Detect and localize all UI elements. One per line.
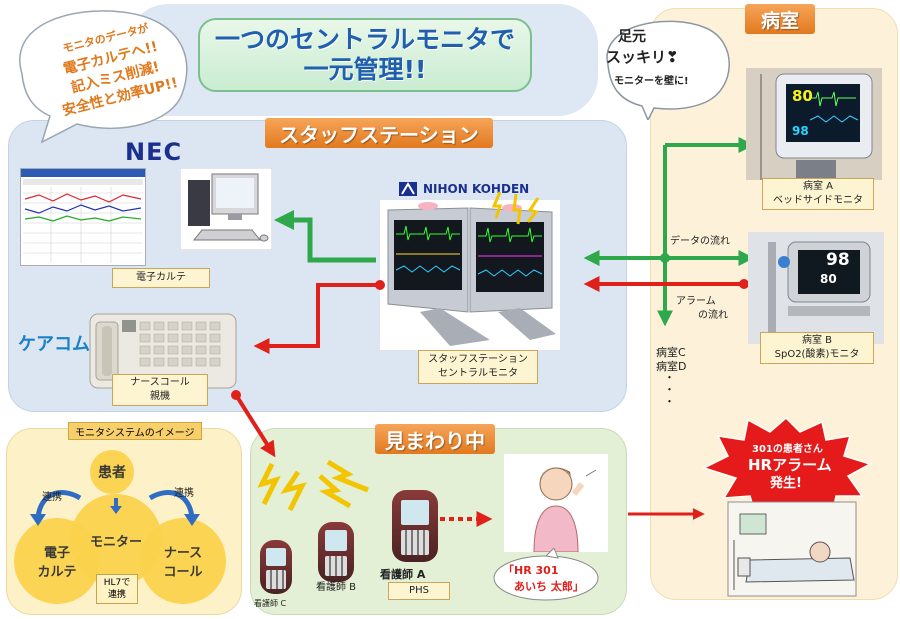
room-b-caption-line-1: 病室 B xyxy=(801,335,833,346)
nurse-c-label: 看護師 C xyxy=(254,599,287,608)
central-monitor-icon xyxy=(380,200,560,350)
alarm-burst-icon xyxy=(702,418,872,518)
central-monitor-caption-line-1: スタッフステーション xyxy=(428,354,528,365)
nihon-kohden-mark-icon xyxy=(399,182,417,196)
venn-link-right: 連携 xyxy=(174,488,194,499)
nihon-kohden-text: NIHON KOHDEN xyxy=(423,182,530,196)
alarm-flow-to-phs-arrow xyxy=(234,393,276,458)
phs-nurse-a-icon xyxy=(392,490,438,562)
room-a-hr-value: 80 xyxy=(792,87,813,105)
venn-patient: 患者 xyxy=(90,450,134,494)
venn-nurse-call: ナース コール xyxy=(140,518,226,604)
main-title: 一つのセントラルモニタで 一元管理!! xyxy=(198,18,532,92)
room-b-monitor-photo xyxy=(748,232,884,344)
nurse-call-caption: ナースコール 親機 xyxy=(112,374,208,406)
emr-screenshot xyxy=(20,168,146,266)
alarm-flow-to-nurse-call-arrow xyxy=(253,283,380,354)
alarm-burst-line-2: HRアラーム xyxy=(748,456,832,474)
central-monitor-caption: スタッフステーション セントラルモニタ xyxy=(418,350,538,384)
venn-nurse-call-line-1: ナース xyxy=(163,546,203,561)
desktop-pc-icon xyxy=(180,168,272,250)
bubble-right-line-3: モニターを壁に! xyxy=(614,76,689,87)
ward-label: 病室 xyxy=(745,4,815,34)
central-monitor-caption-line-2: セントラルモニタ xyxy=(438,368,518,379)
data-flow-to-emr-arrow xyxy=(274,210,376,263)
nurse-illustration xyxy=(504,454,608,552)
alarm-burst-line-3: 発生! xyxy=(770,476,802,491)
nurse-b-label: 看護師 B xyxy=(316,582,357,593)
venn-hl7-box: HL7で 連携 xyxy=(96,574,138,604)
room-b-caption-line-2: SpO2(酸素)モニタ xyxy=(774,349,860,360)
venn-emr-line-1: 電子 xyxy=(43,546,70,561)
venn-nurse-call-line-2: コール xyxy=(163,565,203,580)
room-a-caption-line-2: ベッドサイドモニタ xyxy=(773,195,863,206)
phs-caption: PHS xyxy=(388,582,450,600)
venn-link-arrows xyxy=(30,490,200,526)
venn-hl7-line-1: HL7で xyxy=(103,578,131,588)
nurse-call-caption-line-1: ナースコール xyxy=(130,377,190,388)
alarm-burst-line-1: 301の患者さん xyxy=(752,444,823,455)
data-flow-label: データの流れ xyxy=(670,236,730,247)
alarm-flow-label-2: の流れ xyxy=(698,310,728,321)
nec-logo: NEC xyxy=(125,138,183,166)
alarm-flow-label-1: アラーム xyxy=(676,296,716,307)
carecom-logo: ケアコム xyxy=(18,334,90,355)
room-b-hr-value: 80 xyxy=(820,272,837,286)
left-speech-bubble xyxy=(19,10,188,144)
room-a-caption: 病室 A ベッドサイドモニタ xyxy=(762,178,874,210)
room-b-caption: 病室 B SpO2(酸素)モニタ xyxy=(760,332,874,364)
patient-alert-line-1: 「HR 301 xyxy=(503,564,559,577)
room-a-monitor-photo xyxy=(746,68,882,180)
room-d-label: 病室D xyxy=(656,360,687,373)
rounds-label: 見まわり中 xyxy=(375,424,495,454)
staff-station-label: スタッフステーション xyxy=(265,118,493,148)
nurse-call-console-icon xyxy=(89,313,237,389)
bubble-right-line-1: 足元 xyxy=(618,29,646,45)
venn-hl7-line-2: 連携 xyxy=(107,590,126,600)
room-a-spo2-value: 98 xyxy=(792,124,809,138)
monitor-alarm-bolts-icon xyxy=(491,191,540,225)
emr-caption: 電子カルテ xyxy=(112,268,210,288)
patient-bed-illustration xyxy=(727,501,857,597)
patient-alert-callout xyxy=(493,548,599,601)
title-line-1: 一つのセントラルモニタで xyxy=(214,25,515,54)
emr-chart-icon xyxy=(21,169,145,263)
venn-emr-line-2: カルテ xyxy=(37,565,77,580)
nurse-call-caption-line-2: 親機 xyxy=(150,391,170,402)
phs-nurse-c-icon xyxy=(260,540,292,594)
room-b-spo2-value: 98 xyxy=(826,250,850,270)
nihon-kohden-logo: NIHON KOHDEN xyxy=(398,180,542,198)
phs-nurse-b-icon xyxy=(318,522,354,582)
room-c-label: 病室C xyxy=(656,346,686,359)
more-rooms-ellipsis: ・ ・ ・ xyxy=(664,371,675,408)
venn-link-left: 連携 xyxy=(42,492,62,503)
right-speech-bubble xyxy=(606,20,730,120)
title-line-2: 一元管理!! xyxy=(303,55,427,84)
system-image-title: モニタシステムのイメージ xyxy=(68,422,202,440)
room-a-caption-line-1: 病室 A xyxy=(802,181,834,192)
signal-bolts-icon xyxy=(258,459,369,512)
bubble-right-line-2: スッキリ❣ xyxy=(606,48,679,66)
patient-alert-line-2: あいち 太郎」 xyxy=(514,580,584,593)
nurse-a-label: 看護師 A xyxy=(380,568,426,581)
